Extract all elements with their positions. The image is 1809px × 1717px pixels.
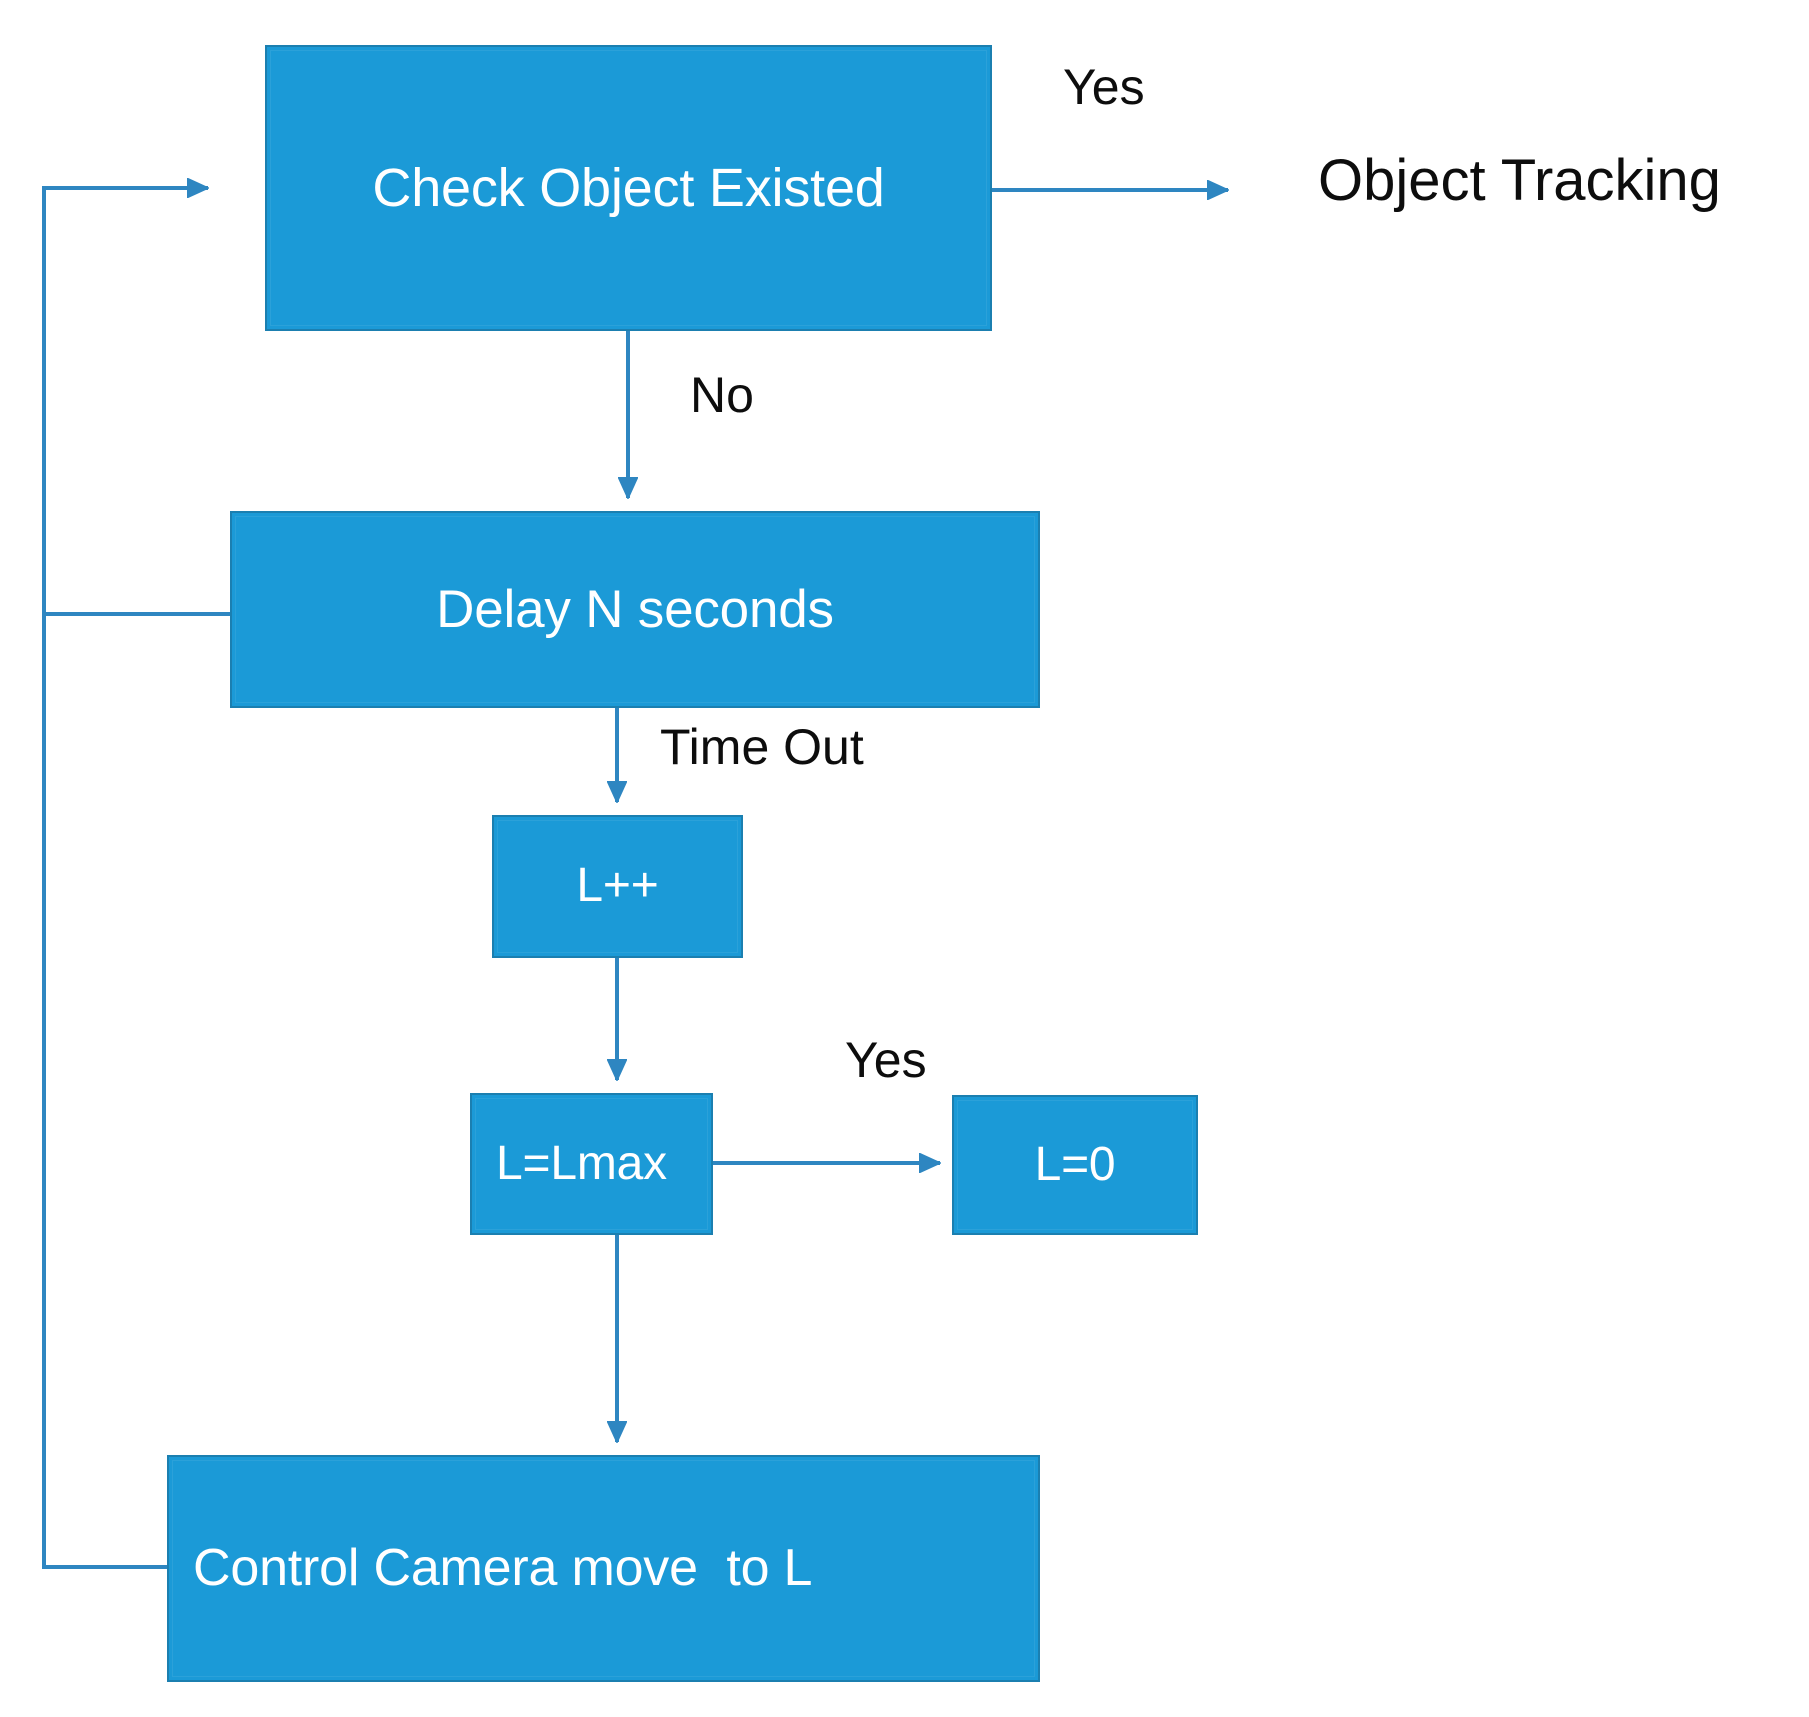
node-l-equals-zero-label: L=0 bbox=[1034, 1137, 1116, 1191]
edge-label-time-out: Time Out bbox=[660, 719, 864, 775]
node-l-equals-lmax-label: L=Lmax bbox=[496, 1136, 667, 1190]
node-check-object-existed-label: Check Object Existed bbox=[372, 157, 885, 218]
edge-label-yes-mid: Yes bbox=[845, 1032, 927, 1088]
node-l-increment-label: L++ bbox=[576, 859, 659, 913]
edge-control-to-check-feedback bbox=[42, 188, 208, 1569]
text-object-tracking: Object Tracking bbox=[1318, 148, 1721, 213]
edge-label-yes-top: Yes bbox=[1063, 59, 1145, 115]
node-control-camera-move-to-l-label: Control Camera move to L bbox=[193, 1539, 813, 1598]
edge-label-no: No bbox=[690, 367, 754, 423]
node-check-object-existed[interactable]: Check Object Existed bbox=[265, 45, 992, 331]
node-l-equals-zero[interactable]: L=0 bbox=[952, 1095, 1198, 1235]
node-l-increment[interactable]: L++ bbox=[492, 815, 743, 958]
node-control-camera-move-to-l[interactable]: Control Camera move to L bbox=[167, 1455, 1040, 1682]
node-l-equals-lmax[interactable]: L=Lmax bbox=[470, 1093, 713, 1235]
node-delay-n-seconds[interactable]: Delay N seconds bbox=[230, 511, 1040, 708]
node-delay-n-seconds-label: Delay N seconds bbox=[436, 579, 834, 639]
